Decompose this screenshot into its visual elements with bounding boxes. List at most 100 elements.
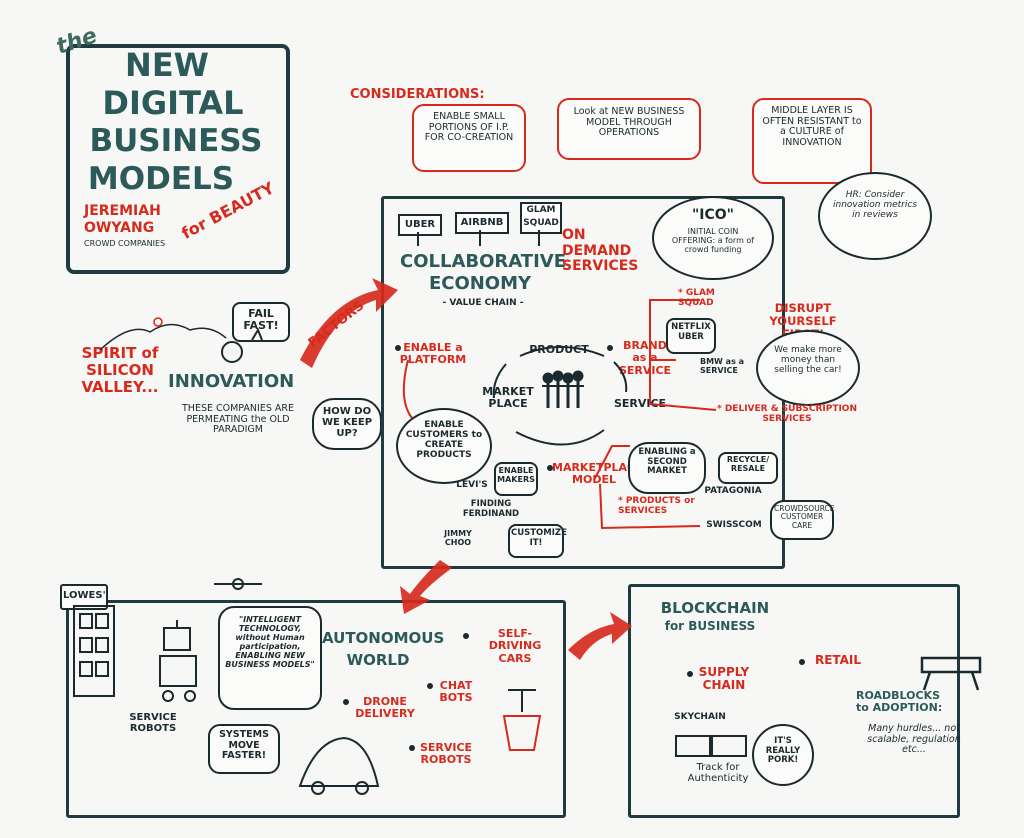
recycle-text: RECYCLE/ RESALE: [726, 455, 770, 473]
enable-customers-cloud: ENABLE CUSTOMERS to CREATE PRODUCTS: [396, 408, 492, 484]
enable-makers-text: ENABLE MAKERS: [497, 466, 535, 484]
service-robots-red: SERVICE ROBOTS: [419, 741, 473, 767]
title-frame: [66, 44, 290, 274]
consideration-4-text: HR: Consider innovation metrics in revie…: [832, 190, 918, 221]
roadblocks-text: Many hurdles... not scalable, regulation…: [867, 723, 961, 756]
consideration-bubble-1: ENABLE SMALL PORTIONS OF I.P. FOR CO-CRE…: [412, 104, 526, 172]
bullet-dots: [343, 345, 805, 751]
money-text: We make more money than selling the car!: [774, 345, 842, 376]
retail-label: RETAIL: [814, 653, 862, 667]
consideration-3-text: MIDDLE LAYER IS OFTEN RESISTANT to a CUL…: [762, 105, 862, 148]
sign-posts: [417, 230, 540, 246]
roadblock-icon: [920, 656, 982, 691]
enable-makers-bubble: ENABLE MAKERS: [494, 462, 538, 496]
customize-text: CUSTOMIZE IT!: [511, 528, 567, 548]
pork-text: IT'S REALLY PORK!: [765, 736, 801, 766]
consideration-1-text: ENABLE SMALL PORTIONS OF I.P. FOR CO-CRE…: [424, 111, 514, 144]
fail-fast-bubble: FAIL FAST!: [232, 302, 290, 342]
swisscom-label: SWISSCOM: [706, 520, 762, 530]
drone-icon: [214, 578, 262, 590]
deliver-subscription: * DELIVER & SUBSCRIPTION SERVICES: [717, 404, 857, 425]
service-label: SERVICE: [613, 397, 667, 410]
second-market-bubble: ENABLING a SECOND MARKET: [628, 442, 706, 494]
market-place-label: MARKET PLACE: [482, 385, 534, 411]
sign-uber: UBER: [398, 214, 442, 236]
enable-a-platform: ENABLE a PLATFORM: [399, 341, 467, 367]
car-icon: [298, 736, 380, 795]
delivery-package-icon: [502, 689, 542, 751]
title-line-models: MODELS: [87, 161, 235, 197]
glam-squad-note: * GLAM SQUAD: [678, 288, 715, 309]
value-cycle-arrows: [492, 346, 628, 446]
track-authenticity: Track for Authenticity: [687, 762, 749, 785]
title-line-digital: DIGITAL: [102, 84, 244, 122]
ico-description: INITIAL COIN OFFERING: a form of crowd f…: [671, 227, 755, 254]
robot-icon: [159, 620, 197, 702]
red-connectors: [402, 299, 717, 530]
product-label: PRODUCT: [529, 343, 589, 356]
factors-arrow: [300, 278, 398, 368]
considerations-heading: CONSIDERATIONS:: [350, 87, 485, 102]
autonomous-title: AUTONOMOUS: [322, 629, 445, 647]
supply-chain: SUPPLY CHAIN: [698, 665, 750, 693]
blockchain-subtitle: for BUSINESS: [664, 619, 756, 633]
intelligent-tech-text: "INTELLIGENT TECHNOLOGY, without Human p…: [225, 615, 315, 669]
money-cloud: We make more money than selling the car!: [756, 330, 860, 406]
finding-ferdinand: FINDING FERDINAND: [462, 499, 520, 519]
skychain-label: SKYCHAIN: [674, 712, 726, 722]
consideration-2-text: Look at NEW BUSINESS MODEL THROUGH OPERA…: [573, 106, 685, 139]
right-arrow: [568, 612, 632, 660]
author-last-name: OWYANG: [84, 220, 155, 236]
pork-cloud: IT'S REALLY PORK!: [752, 724, 814, 786]
enable-customers-text: ENABLE CUSTOMERS to CREATE PRODUCTS: [405, 420, 483, 461]
customize-bubble: CUSTOMIZE IT!: [508, 524, 567, 558]
innovation-heading: INNOVATION: [168, 371, 295, 392]
sign-airbnb: AIRBNB: [455, 212, 509, 234]
bmw-as-a-service: BMW as a SERVICE: [700, 357, 745, 375]
patagonia-label: PATAGONIA: [704, 486, 762, 496]
second-market-text: ENABLING a SECOND MARKET: [638, 447, 696, 477]
recycle-bubble: RECYCLE/ RESALE: [718, 452, 778, 484]
economy-title: ECONOMY: [428, 273, 532, 294]
netflix-uber-bubble: NETFLIX UBER: [666, 318, 716, 354]
innovation-description: THESE COMPANIES ARE PERMEATING the OLD P…: [182, 403, 294, 436]
consideration-cloud-hr: HR: Consider innovation metrics in revie…: [818, 172, 932, 260]
ico-cloud: "ICO" INITIAL COIN OFFERING: a form of c…: [652, 196, 774, 280]
netflix-uber-text: NETFLIX UBER: [671, 322, 711, 342]
products-or-services: * PRODUCTS or SERVICES: [618, 496, 695, 517]
keep-up-text: HOW DO WE KEEP UP?: [321, 406, 373, 440]
sign-glam-squad: GLAM SQUAD: [520, 202, 562, 234]
title-line-business: BUSINESS: [89, 123, 263, 159]
chat-bots: CHAT BOTS: [439, 679, 473, 705]
value-chain-label: - VALUE CHAIN -: [442, 298, 524, 308]
lowes-text: LOWES': [63, 590, 106, 601]
on-demand-services: ON DEMAND SERVICES: [562, 227, 639, 275]
founder-face-icon: [221, 327, 263, 363]
collaborative-title: COLLABORATIVE: [400, 251, 566, 272]
ico-title: "ICO": [692, 207, 734, 223]
systems-move-text: SYSTEMS MOVE FASTER!: [219, 729, 269, 762]
systems-move-bubble: SYSTEMS MOVE FASTER!: [208, 724, 280, 774]
consideration-bubble-3: MIDDLE LAYER IS OFTEN RESISTANT to a CUL…: [752, 98, 872, 184]
blockchain-title: BLOCKCHAIN: [660, 599, 770, 617]
self-driving-cars: SELF-DRIVING CARS: [488, 627, 542, 665]
author-company: CROWD COMPANIES: [84, 239, 166, 248]
roadblocks-heading: ROADBLOCKS to ADOPTION:: [856, 689, 943, 715]
author-first-name: JEREMIAH: [84, 203, 161, 219]
store-shelves-icon: [73, 605, 115, 697]
levis-label: LEVI'S: [456, 480, 488, 490]
keep-up-bubble: HOW DO WE KEEP UP?: [312, 398, 382, 450]
intelligent-tech-bubble: "INTELLIGENT TECHNOLOGY, without Human p…: [218, 606, 322, 710]
brand-as-a-service: BRAND as a SERVICE: [618, 339, 672, 377]
consideration-bubble-2: Look at NEW BUSINESS MODEL THROUGH OPERA…: [557, 98, 701, 160]
people-group-icon: [542, 370, 584, 408]
crowdsource-bubble: CROWDSOURCE CUSTOMER CARE: [770, 500, 835, 540]
title-line-new: NEW: [125, 46, 209, 84]
mountains-icon: [99, 317, 227, 351]
blockchain-frame: [628, 584, 960, 818]
crowdsource-text: CROWDSOURCE CUSTOMER CARE: [774, 504, 835, 530]
fail-fast-text: FAIL FAST!: [243, 307, 279, 333]
service-robots-label: SERVICE ROBOTS: [129, 712, 177, 735]
autonomous-world-frame: [66, 600, 566, 818]
jimmy-choo: JIMMY CHOO: [444, 529, 472, 547]
